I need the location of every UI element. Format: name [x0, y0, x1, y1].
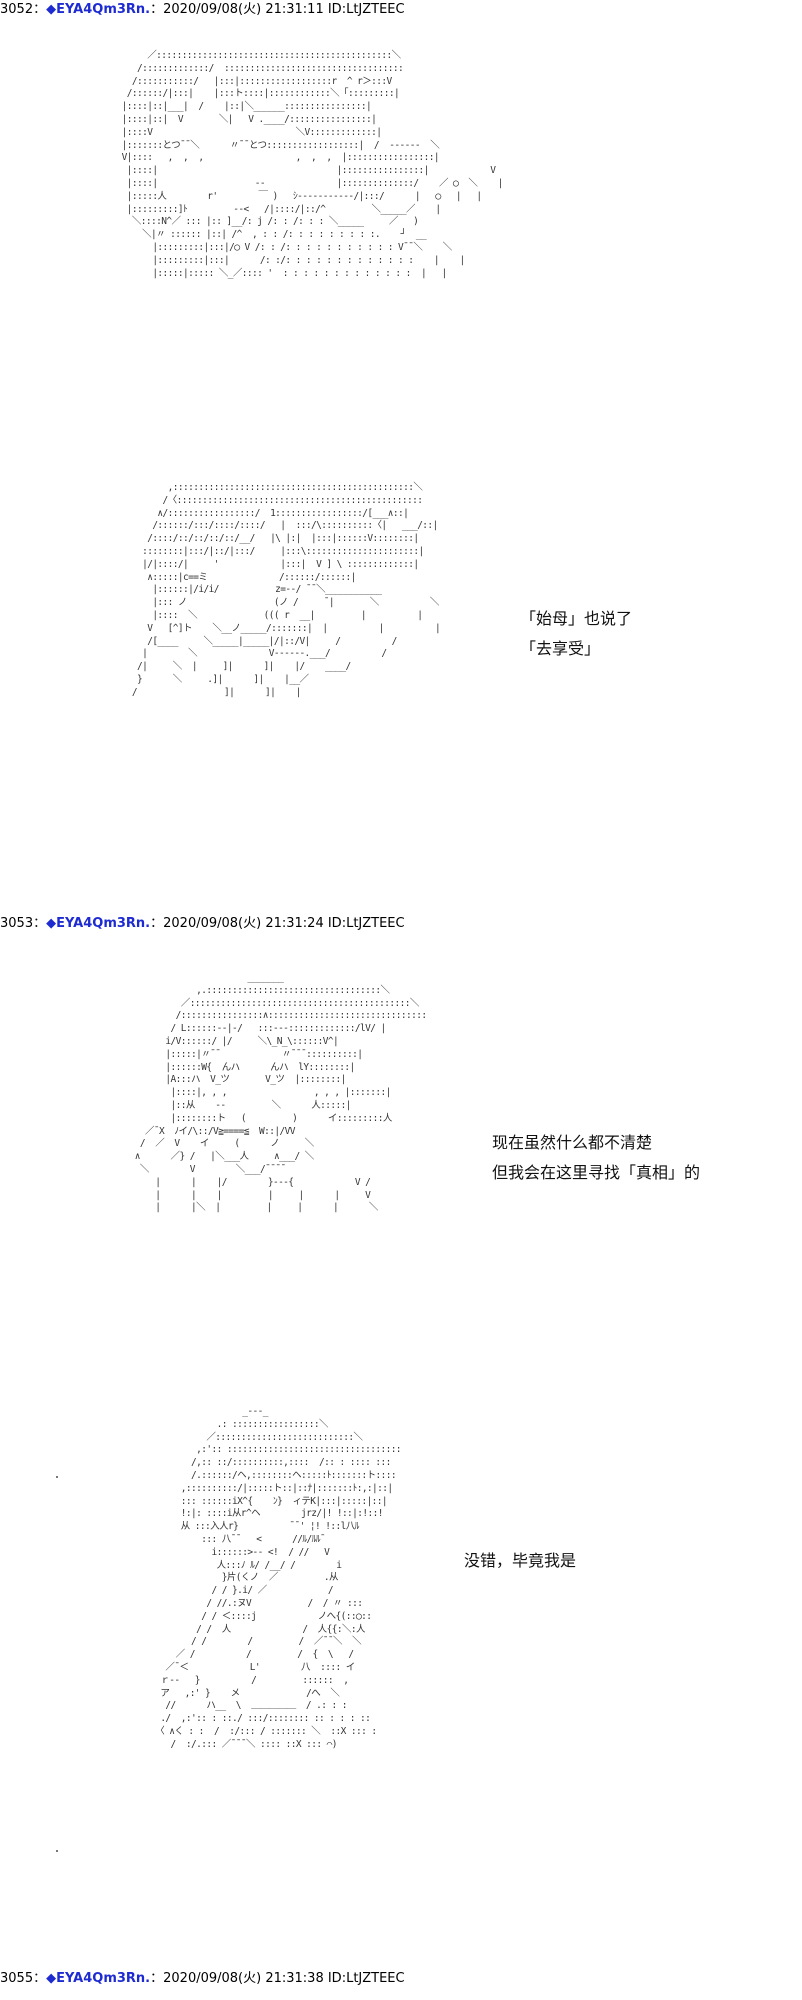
post-number[interactable]: 3055 [0, 1971, 34, 1986]
post-number[interactable]: 3053 [0, 916, 34, 931]
post-number[interactable]: 3052 [0, 2, 34, 17]
post-meta: ：2020/09/08(火) 21:31:24 ID:LtJZTEEC [150, 916, 405, 931]
poster-name-suffix: . [145, 2, 151, 17]
poster-name-suffix: . [145, 1971, 151, 1986]
post-header-3055: 3055：◆EYA4Qm3Rn.：2020/09/08(火) 21:31:38 … [0, 1971, 405, 1987]
post-header-3053: 3053：◆EYA4Qm3Rn.：2020/09/08(火) 21:31:24 … [0, 916, 405, 932]
poster-name-suffix: . [145, 916, 151, 931]
dialogue-line: 但我会在这里寻找「真相」的 [492, 1163, 701, 1182]
post-separator: ： [33, 1971, 47, 1986]
post-separator: ： [33, 2, 47, 17]
post-separator: ： [33, 916, 47, 931]
dialogue-line: 「去享受」 [520, 639, 601, 658]
ascii-art-panel: _---_ .: :::::::::::::::::＼ ／:::::::::::… [155, 1406, 401, 1750]
stray-dot [56, 1850, 58, 1852]
post-meta: ：2020/09/08(火) 21:31:38 ID:LtJZTEEC [150, 1971, 405, 1986]
ascii-art-panel: ,:::::::::::::::::::::::::::::::::::::::… [131, 482, 441, 698]
post-meta: ：2020/09/08(火) 21:31:11 ID:LtJZTEEC [150, 2, 405, 17]
dialogue-line: 「始母」也说了 [520, 609, 633, 628]
dialogue-line: 没错，毕竟我是 [464, 1551, 577, 1570]
poster-name[interactable]: ◆EYA4Qm3Rn [46, 1971, 146, 1986]
stray-dot [56, 1476, 58, 1478]
poster-name[interactable]: ◆EYA4Qm3Rn [46, 916, 146, 931]
ascii-art-panel: _______ ,.::::::::::::::::::::::::::::::… [134, 972, 427, 1214]
dialogue-line: 现在虽然什么都不清楚 [492, 1133, 653, 1152]
post-header-3052: 3052：◆EYA4Qm3Rn.：2020/09/08(火) 21:31:11 … [0, 2, 405, 18]
ascii-art-panel: ／:::::::::::::::::::::::::::::::::::::::… [121, 50, 504, 279]
poster-name[interactable]: ◆EYA4Qm3Rn [46, 2, 146, 17]
